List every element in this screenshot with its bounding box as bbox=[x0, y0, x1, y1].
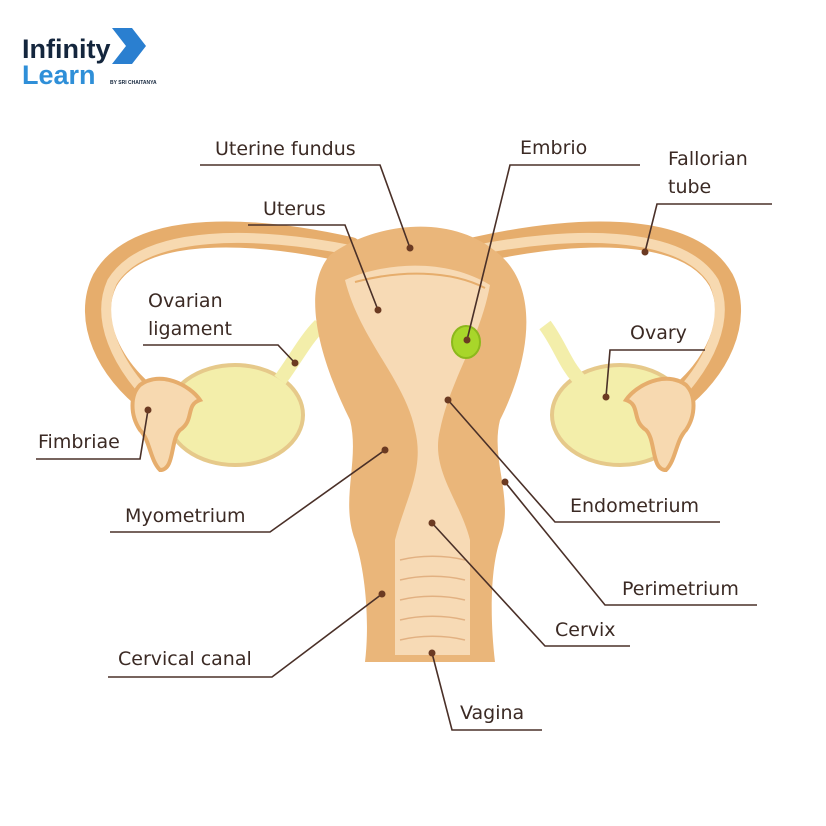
label-fimbriae: Fimbriae bbox=[38, 431, 120, 453]
label-endometrium: Endometrium bbox=[570, 495, 699, 517]
label-ovarian-ligament-line1: Ovarian bbox=[148, 290, 223, 312]
label-uterus: Uterus bbox=[263, 198, 326, 220]
label-cervix: Cervix bbox=[555, 619, 616, 641]
label-ovarian-ligament-line2: ligament bbox=[148, 318, 232, 340]
leader-lines bbox=[36, 164, 772, 731]
uterus-illustration bbox=[84, 221, 742, 663]
left-fimbriae bbox=[130, 376, 204, 473]
label-cervical-canal: Cervical canal bbox=[118, 648, 252, 670]
logo-chevron-icon bbox=[112, 28, 146, 64]
label-perimetrium: Perimetrium bbox=[622, 578, 739, 600]
label-myometrium: Myometrium bbox=[125, 505, 246, 527]
label-uterine-fundus: Uterine fundus bbox=[215, 138, 356, 160]
label-embrio: Embrio bbox=[520, 137, 587, 159]
logo-line1: Infinity bbox=[22, 34, 111, 64]
logo-tagline: BY SRI CHAITANYA bbox=[110, 80, 157, 86]
label-fallorian-tube-line2: tube bbox=[668, 176, 711, 198]
label-vagina: Vagina bbox=[460, 702, 524, 724]
logo: Infinity Learn BY SRI CHAITANYA bbox=[22, 28, 157, 90]
logo-line2: Learn bbox=[22, 60, 96, 90]
label-fallorian-tube-line1: Fallorian bbox=[668, 148, 748, 170]
right-fimbriae bbox=[622, 376, 696, 473]
label-ovary: Ovary bbox=[630, 322, 687, 344]
